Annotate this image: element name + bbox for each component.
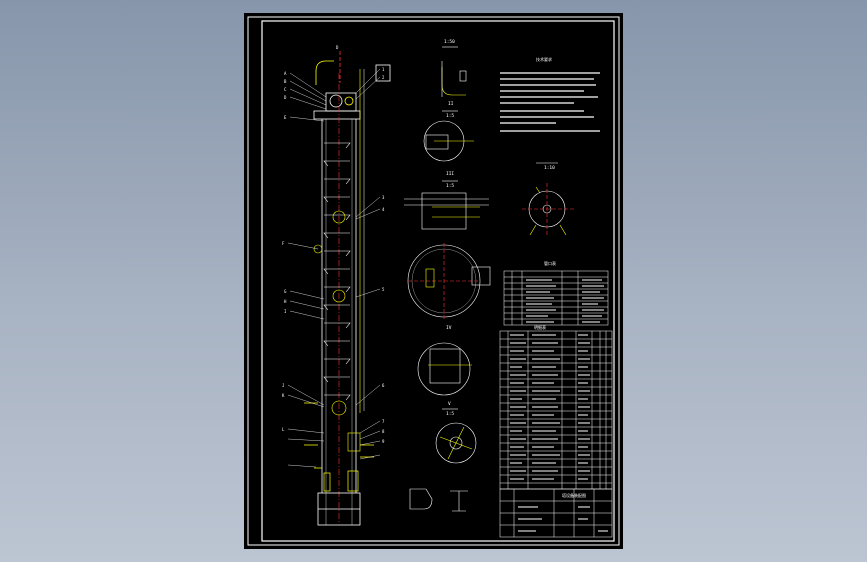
- svg-text:V: V: [448, 401, 451, 407]
- svg-text:1:50: 1:50: [444, 39, 455, 45]
- svg-text:B: B: [284, 79, 287, 84]
- leader-lines-right: [355, 68, 381, 460]
- svg-text:4: 4: [382, 207, 385, 212]
- balloon-labels: ABC D E F GHI JK L 1 2 3 4 5 6 7 8 9 D: [282, 45, 385, 444]
- svg-text:1:5: 1:5: [446, 411, 454, 417]
- svg-text:III: III: [446, 171, 454, 177]
- svg-text:J: J: [282, 383, 284, 388]
- svg-text:1:10: 1:10: [544, 165, 555, 171]
- svg-text:塔设备装配图: 塔设备装配图: [562, 492, 586, 498]
- svg-text:管口表: 管口表: [544, 260, 556, 266]
- outer-border: [247, 16, 620, 546]
- parts-table: 明细表: [499, 324, 613, 490]
- svg-text:1:5: 1:5: [446, 183, 454, 189]
- nozzle-table: 管口表: [503, 260, 609, 326]
- svg-text:K: K: [282, 393, 285, 398]
- svg-text:明细表: 明细表: [534, 324, 546, 330]
- svg-text:D: D: [336, 45, 339, 50]
- svg-text:I: I: [284, 309, 287, 314]
- svg-text:2: 2: [382, 75, 385, 80]
- leader-lines-left: [287, 72, 327, 468]
- technical-notes: 技术要求: [500, 56, 600, 132]
- svg-text:H: H: [284, 299, 287, 304]
- flange-detail: [522, 162, 574, 237]
- svg-text:L: L: [282, 427, 285, 432]
- svg-text:A: A: [284, 71, 287, 76]
- svg-text:F: F: [282, 241, 285, 246]
- svg-text:E: E: [284, 115, 287, 120]
- svg-text:II: II: [448, 101, 454, 107]
- svg-text:3: 3: [382, 195, 385, 200]
- svg-text:6: 6: [382, 383, 385, 388]
- svg-text:G: G: [284, 289, 287, 294]
- tower-column: [313, 51, 391, 526]
- svg-text:D: D: [284, 95, 287, 100]
- inner-border: [261, 20, 615, 542]
- cad-drawing: ABC D E F GHI JK L 1 2 3 4 5 6 7 8 9 D: [247, 16, 620, 546]
- svg-text:IV: IV: [446, 325, 452, 331]
- svg-text:8: 8: [382, 429, 385, 434]
- svg-text:1:5: 1:5: [446, 113, 454, 119]
- bottom-nozzles: [304, 402, 374, 492]
- svg-text:C: C: [284, 87, 287, 92]
- tower-trays: [313, 142, 361, 452]
- title-block: 塔设备装配图: [499, 488, 613, 538]
- svg-text:技术要求: 技术要求: [536, 56, 552, 62]
- svg-text:7: 7: [382, 419, 385, 424]
- svg-text:5: 5: [382, 287, 385, 292]
- svg-text:1: 1: [382, 67, 385, 72]
- detail-views: [404, 46, 491, 512]
- svg-text:9: 9: [382, 439, 385, 444]
- section-labels: 1:50 II 1:5 III 1:5 IV V 1:5 1:10: [444, 39, 555, 417]
